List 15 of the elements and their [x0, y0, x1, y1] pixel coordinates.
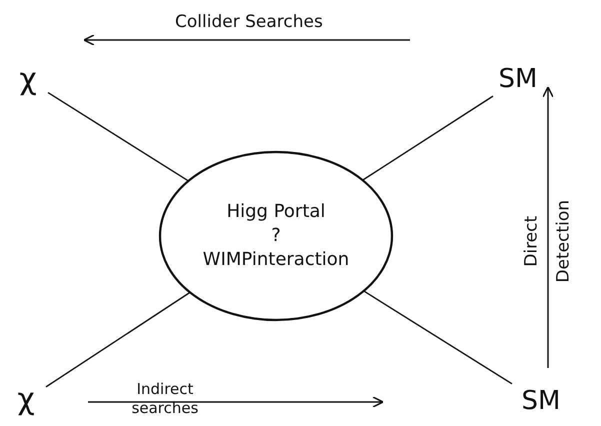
- portal-ellipse: [158, 150, 394, 322]
- search-label: Direct Detection: [520, 199, 575, 285]
- connector-line: [362, 96, 494, 181]
- particle-label: SM: [522, 385, 560, 418]
- node-text: ?: [271, 224, 281, 248]
- particle-label: χ: [17, 380, 35, 419]
- search-label: Collider Searches: [175, 12, 323, 32]
- connector-line: [363, 290, 512, 384]
- search-label: Indirect searches: [130, 380, 200, 418]
- connector-line: [46, 292, 190, 388]
- connector-line: [48, 92, 189, 182]
- node-text: Higg Portal: [226, 200, 326, 224]
- node-text: WIMPinteraction: [202, 248, 350, 272]
- particle-label: SM: [498, 63, 538, 96]
- particle-label: χ: [19, 60, 37, 99]
